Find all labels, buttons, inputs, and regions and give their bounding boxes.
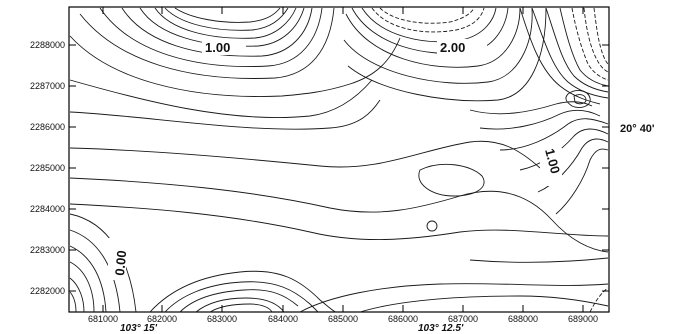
- longitude-label-right: 103° 12.5': [418, 323, 464, 334]
- x-tick-label: 684000: [268, 314, 298, 324]
- y-tick-label: 2287000: [30, 81, 65, 91]
- latitude-label-right: 20° 40': [620, 123, 655, 135]
- y-tick-label: 2288000: [30, 40, 65, 50]
- x-tick-label: 681000: [88, 314, 118, 324]
- x-tick-label: 682000: [147, 314, 177, 324]
- x-tick-label: 685000: [328, 314, 358, 324]
- x-tick-label: 686000: [388, 314, 418, 324]
- x-tick-label: 688000: [508, 314, 538, 324]
- contour-lines: [69, 7, 609, 313]
- x-tick-labels: 681000 682000 683000 684000 685000 68600…: [88, 314, 598, 324]
- y-tick-label: 2284000: [30, 204, 65, 214]
- map-frame: [68, 6, 610, 313]
- y-tick-label: 2282000: [30, 286, 65, 296]
- x-tick-label: 687000: [448, 314, 478, 324]
- contour-label-1-00-top: 1.00: [205, 40, 230, 55]
- contour-label-2-00: 2.00: [440, 40, 465, 55]
- x-tick-label: 689000: [568, 314, 598, 324]
- contour-label-1-00-right: 1.00: [542, 147, 563, 175]
- y-tick-labels: 2288000 2287000 2286000 2285000 2284000 …: [30, 40, 65, 296]
- tick-marks: [69, 7, 609, 312]
- y-tick-label: 2286000: [30, 122, 65, 132]
- contour-labels: 1.00 2.00 1.00 0.00: [108, 39, 563, 280]
- contour-label-0-00: 0.00: [112, 250, 129, 277]
- y-tick-label: 2283000: [30, 245, 65, 255]
- x-tick-label: 683000: [207, 314, 237, 324]
- longitude-label-left: 103° 15': [120, 323, 158, 334]
- y-tick-label: 2285000: [30, 163, 65, 173]
